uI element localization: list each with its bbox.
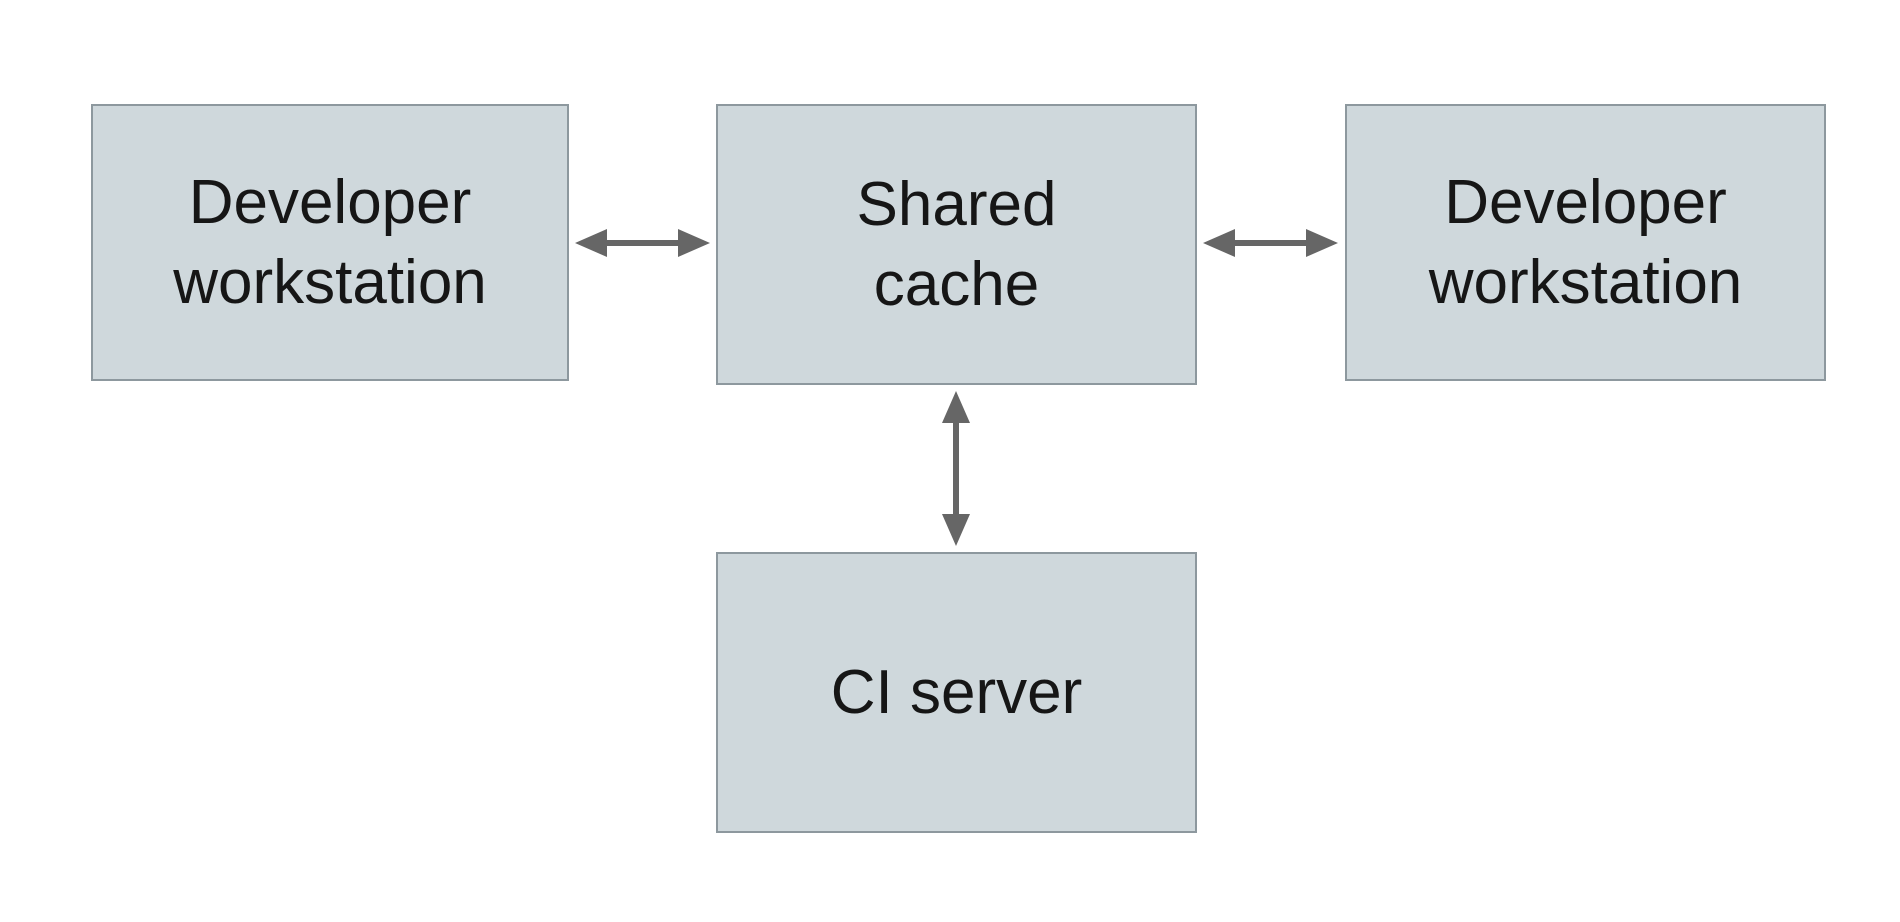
node-label-developer-workstation-left: Developer workstation [173,168,487,317]
node-shared-cache: Shared cache [716,104,1197,385]
node-developer-workstation-right: Developer workstation [1345,104,1826,381]
arrow-cache-ci [942,391,970,546]
node-label-shared-cache: Shared cache [856,170,1057,319]
arrow-cache-devright [1203,229,1338,257]
node-label-developer-workstation-right: Developer workstation [1428,168,1743,317]
node-ci-server: CI server [716,552,1197,833]
node-developer-workstation-left: Developer workstation [91,104,569,381]
arrow-devleft-cache [575,229,710,257]
node-label-ci-server: CI server [830,657,1083,727]
